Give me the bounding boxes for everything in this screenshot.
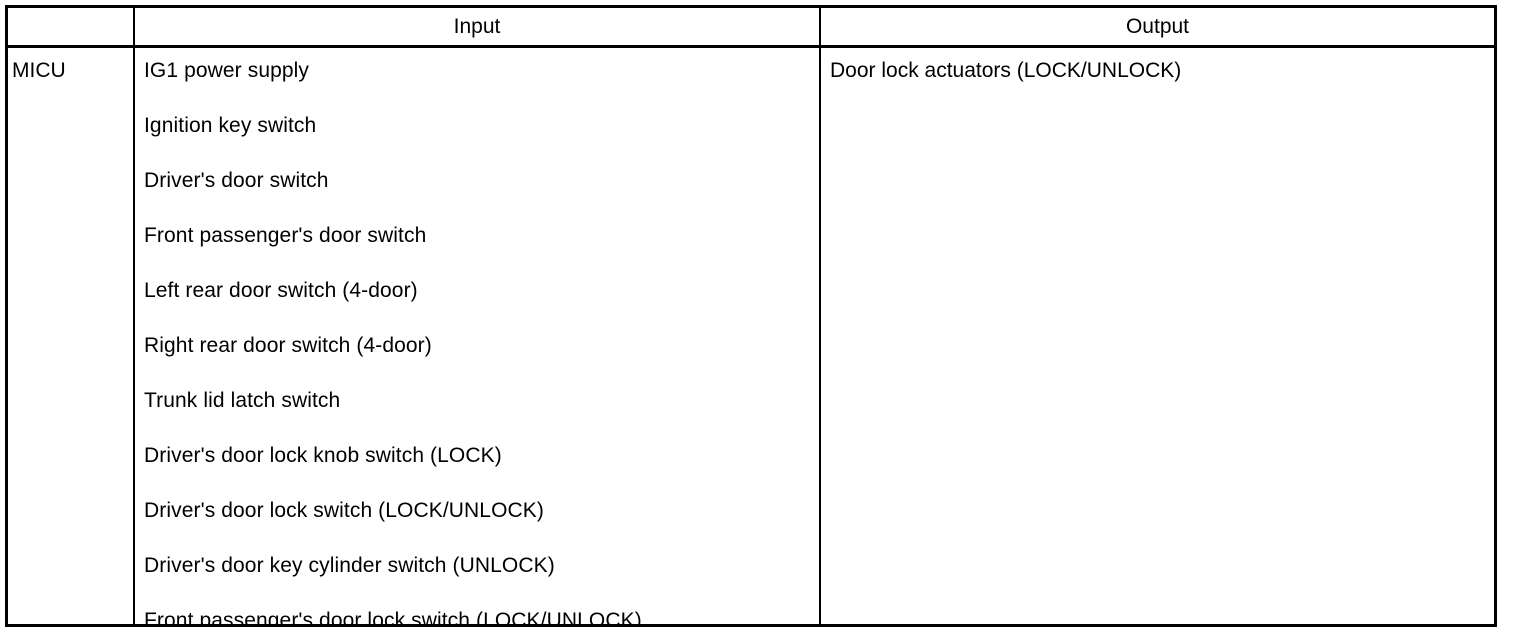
io-table: Input Output MICU IG1 power supply Ignit…: [5, 5, 1497, 627]
column-header-unit: [8, 8, 133, 45]
list-item: Front passenger's door switch: [144, 224, 427, 247]
input-list: IG1 power supply Ignition key switch Dri…: [135, 48, 819, 624]
cell-output-list: Door lock actuators (LOCK/UNLOCK): [819, 48, 1494, 624]
list-item: Driver's door lock switch (LOCK/UNLOCK): [144, 499, 544, 522]
column-header-input: Input: [133, 8, 819, 45]
list-item: Driver's door key cylinder switch (UNLOC…: [144, 554, 555, 577]
list-item: Trunk lid latch switch: [144, 389, 341, 412]
list-item: Driver's door switch: [144, 169, 329, 192]
list-item: Ignition key switch: [144, 114, 317, 137]
column-header-output: Output: [819, 8, 1494, 45]
table-body: MICU IG1 power supply Ignition key switc…: [8, 48, 1494, 624]
list-item: Left rear door switch (4-door): [144, 279, 418, 302]
list-item: IG1 power supply: [144, 59, 310, 82]
cell-unit: MICU: [8, 48, 133, 624]
unit-name-micu: MICU: [12, 59, 66, 82]
table-header-row: Input Output: [8, 8, 1494, 48]
list-item: Door lock actuators (LOCK/UNLOCK): [830, 59, 1182, 82]
list-item: Right rear door switch (4-door): [144, 334, 432, 357]
list-item: Driver's door lock knob switch (LOCK): [144, 444, 502, 467]
output-list: Door lock actuators (LOCK/UNLOCK): [821, 48, 1494, 86]
list-item: Front passenger's door lock switch (LOCK…: [144, 609, 642, 624]
cell-input-list: IG1 power supply Ignition key switch Dri…: [133, 48, 819, 624]
